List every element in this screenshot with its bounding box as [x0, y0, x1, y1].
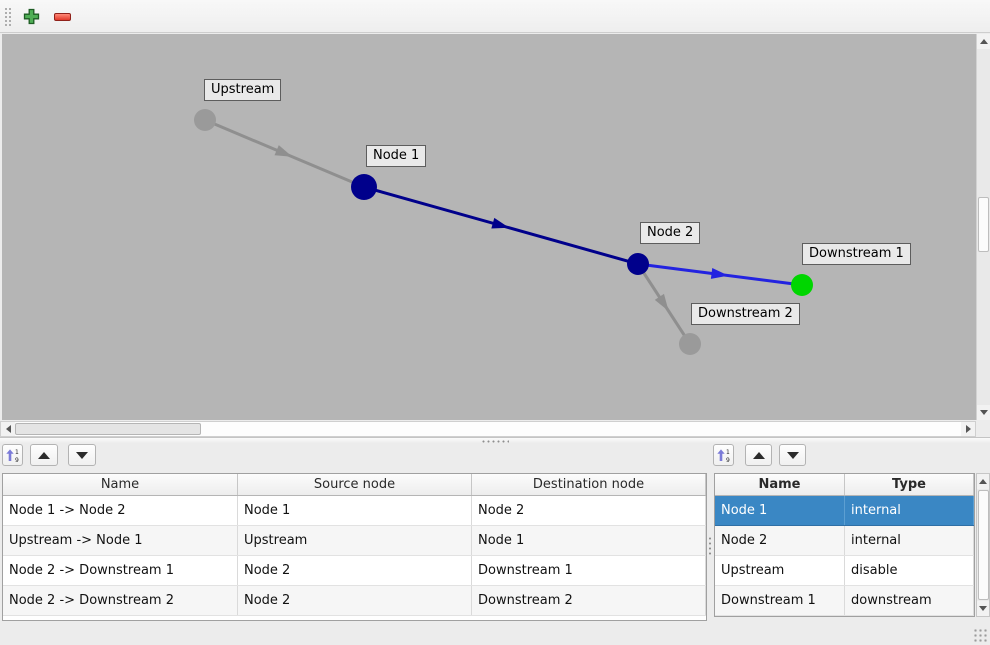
- table-cell: Node 2 -> Downstream 2: [3, 586, 238, 615]
- node-label[interactable]: Node 1: [366, 145, 427, 167]
- arrow-up-icon: [979, 39, 988, 44]
- nodes-move-up-button[interactable]: [745, 444, 772, 466]
- nodes-table-scrollbar[interactable]: [976, 473, 990, 617]
- graph-node-node-1[interactable]: [351, 174, 377, 200]
- edge-arrow-icon: [654, 293, 669, 312]
- graph-node-downstream-1[interactable]: [791, 274, 813, 296]
- scroll-left-button[interactable]: [1, 422, 15, 436]
- nodes-move-down-button[interactable]: [779, 444, 806, 466]
- svg-text:1: 1: [15, 449, 19, 456]
- vertical-splitter-grip[interactable]: [708, 536, 712, 556]
- toolbar-drag-handle[interactable]: [4, 7, 12, 27]
- edges-table-header: Name Source node Destination node: [3, 474, 706, 496]
- svg-text:9: 9: [15, 457, 19, 463]
- edges-move-down-button[interactable]: [68, 444, 96, 466]
- table-cell: Downstream 1: [715, 586, 845, 615]
- sort-ascending-icon: 1 9: [717, 449, 730, 463]
- table-cell: Node 1 -> Node 2: [3, 496, 238, 525]
- table-cell: Node 1: [238, 496, 472, 525]
- triangle-down-icon: [76, 451, 88, 459]
- horizontal-scroll-thumb[interactable]: [15, 423, 201, 435]
- arrow-left-icon: [5, 425, 11, 433]
- window-resize-grip[interactable]: [973, 628, 988, 643]
- table-cell: Upstream: [238, 526, 472, 555]
- horizontal-splitter[interactable]: [0, 437, 990, 443]
- edges-table: Name Source node Destination node Node 1…: [2, 473, 707, 621]
- table-cell: Upstream -> Node 1: [3, 526, 238, 555]
- node-label[interactable]: Downstream 2: [691, 303, 800, 325]
- edge-arrow-icon: [274, 145, 293, 157]
- nodes-table-header: Name Type: [715, 474, 974, 496]
- vertical-scroll-thumb[interactable]: [978, 197, 989, 252]
- table-cell: Node 1: [472, 526, 706, 555]
- canvas-horizontal-scrollbar[interactable]: [0, 421, 976, 437]
- node-label[interactable]: Node 2: [640, 222, 701, 244]
- edge-arrow-icon: [491, 217, 510, 229]
- graph-svg: [194, 109, 813, 355]
- minus-icon: [54, 12, 71, 21]
- scroll-up-button[interactable]: [977, 474, 989, 489]
- triangle-down-icon: [786, 451, 799, 459]
- triangle-up-icon: [38, 451, 50, 459]
- graph-node-downstream-2[interactable]: [679, 333, 701, 355]
- remove-button[interactable]: [50, 4, 75, 29]
- table-cell: Downstream 1: [472, 556, 706, 585]
- edges-sort-button[interactable]: 1 9: [2, 444, 23, 466]
- table-cell: Node 2: [715, 526, 845, 555]
- table-cell: Upstream: [715, 556, 845, 585]
- column-header-type[interactable]: Type: [845, 474, 974, 495]
- edge-arrow-icon: [710, 267, 729, 279]
- triangle-up-icon: [752, 451, 765, 459]
- table-cell: internal: [845, 526, 974, 555]
- node-label[interactable]: Downstream 1: [802, 243, 911, 265]
- splitter-grip-icon: [481, 440, 509, 443]
- graph-node-node-2[interactable]: [627, 253, 649, 275]
- svg-text:1: 1: [726, 449, 730, 456]
- table-cell: Node 1: [715, 496, 845, 525]
- table-cell: disable: [845, 556, 974, 585]
- nodes-sort-button[interactable]: 1 9: [713, 444, 734, 466]
- column-header-name[interactable]: Name: [715, 474, 845, 495]
- table-cell: Node 2: [238, 556, 472, 585]
- column-header-source-node[interactable]: Source node: [238, 474, 472, 495]
- edges-move-up-button[interactable]: [30, 444, 58, 466]
- table-cell: downstream: [845, 586, 974, 615]
- arrow-down-icon: [979, 606, 987, 611]
- scroll-up-button[interactable]: [977, 34, 990, 49]
- sort-ascending-icon: 1 9: [6, 449, 19, 463]
- arrow-down-icon: [979, 410, 988, 415]
- column-header-destination-node[interactable]: Destination node: [472, 474, 706, 495]
- add-button[interactable]: [19, 4, 44, 29]
- arrow-right-icon: [965, 425, 971, 433]
- plus-icon: [23, 8, 40, 25]
- arrow-up-icon: [979, 479, 987, 484]
- table-cell: Node 2: [472, 496, 706, 525]
- svg-text:9: 9: [726, 457, 730, 463]
- vertical-scroll-thumb[interactable]: [978, 490, 989, 600]
- table-cell: Node 2 -> Downstream 1: [3, 556, 238, 585]
- node-label[interactable]: Upstream: [204, 79, 282, 101]
- scroll-right-button[interactable]: [961, 422, 975, 436]
- main-toolbar: [0, 0, 990, 33]
- scroll-down-button[interactable]: [977, 601, 989, 616]
- table-cell: Downstream 2: [472, 586, 706, 615]
- scroll-down-button[interactable]: [977, 405, 990, 420]
- column-header-name[interactable]: Name: [3, 474, 238, 495]
- table-cell: internal: [845, 496, 974, 525]
- canvas-vertical-scrollbar[interactable]: [976, 34, 990, 420]
- table-cell: Node 2: [238, 586, 472, 615]
- graph-node-upstream[interactable]: [194, 109, 216, 131]
